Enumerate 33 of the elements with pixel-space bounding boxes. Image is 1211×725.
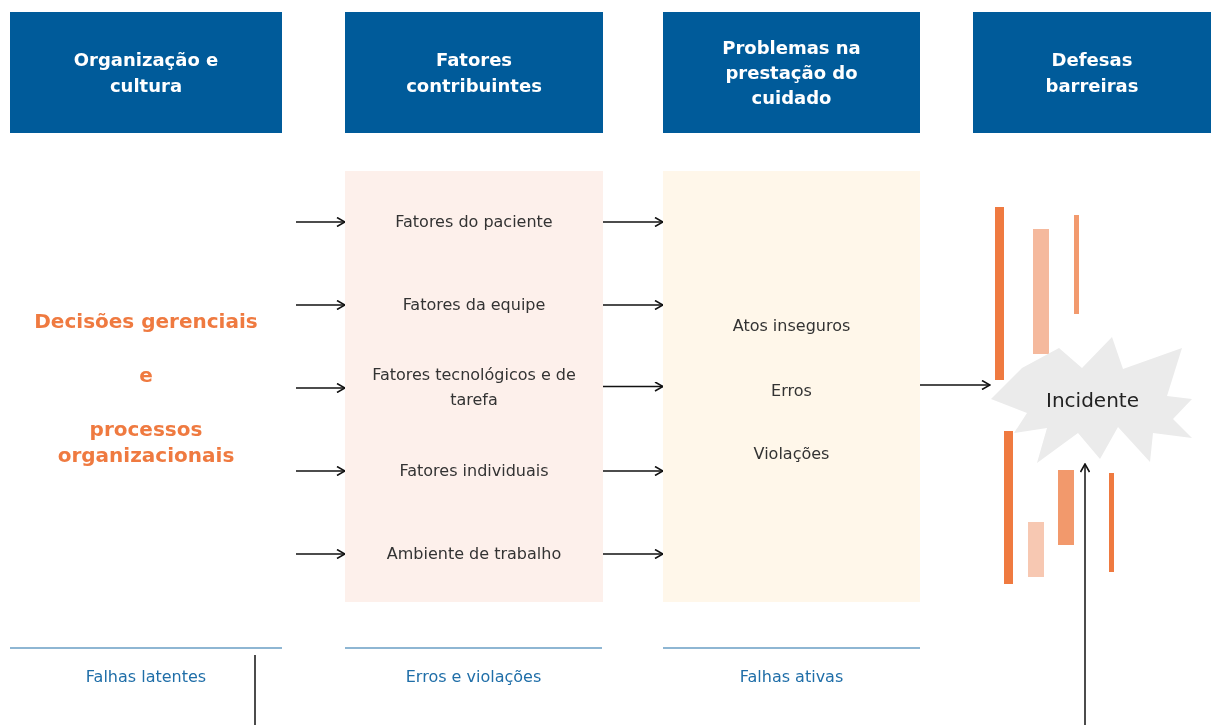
panel-background	[345, 171, 603, 602]
heading-text: e	[139, 361, 153, 388]
phase-label: Erros e violações	[404, 667, 543, 686]
arrow	[1079, 463, 1091, 725]
arrow	[919, 379, 991, 391]
heading-text: processos organizacionais	[56, 415, 236, 468]
column-header: Defesas barreiras	[973, 12, 1211, 133]
heading-text: Decisões gerenciais	[34, 307, 258, 334]
factor-label: Fatores individuais	[345, 435, 603, 507]
arrow	[295, 465, 346, 477]
problem-label: Atos inseguros	[663, 296, 920, 356]
phase-label: Falhas latentes	[84, 667, 208, 686]
arrow	[295, 299, 346, 311]
factor-label: Fatores da equipe	[345, 269, 603, 341]
arrow	[602, 548, 664, 560]
arrow	[602, 381, 664, 392]
problem-label: Erros	[663, 361, 920, 421]
arrow	[295, 382, 346, 394]
column-header: Organização e cultura	[10, 12, 282, 133]
phase-label: Falhas ativas	[738, 667, 845, 686]
factor-label: Fatores tecnológicos e de tarefa	[345, 352, 603, 424]
arrow	[602, 465, 664, 477]
arrow	[602, 216, 664, 228]
incident-label: Incidente	[1046, 388, 1139, 412]
panel-background	[663, 171, 920, 602]
arrow	[295, 548, 346, 560]
arrow	[602, 299, 664, 311]
column-header: Fatores contribuintes	[345, 12, 603, 133]
arrow	[295, 216, 346, 228]
factor-label: Ambiente de trabalho	[345, 518, 603, 590]
column-header: Problemas na prestação do cuidado	[663, 12, 920, 133]
problem-label: Violações	[663, 424, 920, 484]
factor-label: Fatores do paciente	[345, 186, 603, 258]
